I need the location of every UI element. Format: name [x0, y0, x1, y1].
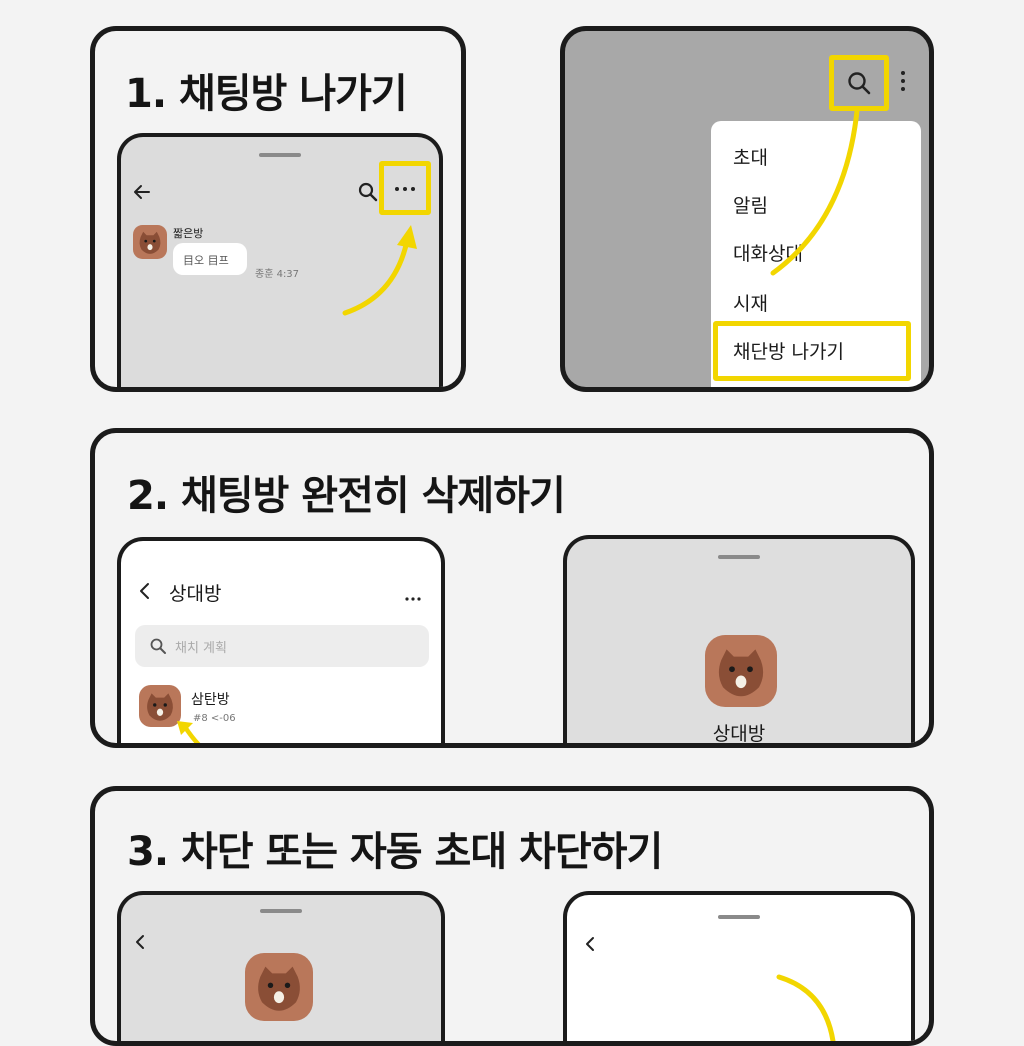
- back-chevron-icon[interactable]: [583, 935, 597, 953]
- menu-item-invite[interactable]: 초대: [733, 147, 768, 169]
- leave-option-highlight: [713, 321, 911, 381]
- sender-avatar[interactable]: [133, 225, 167, 259]
- page-title: 상대방: [169, 583, 222, 605]
- back-chevron-icon[interactable]: [133, 933, 147, 951]
- menu-item-chat-members[interactable]: 대화상대: [733, 243, 803, 265]
- search-icon[interactable]: [357, 181, 379, 203]
- drag-handle[interactable]: [718, 915, 760, 919]
- context-menu: 초대 알림 대화상대 시재 채단방 나가기: [711, 121, 921, 387]
- chat-room-subtext: #8 <-06: [193, 713, 236, 724]
- message-text: 目오 目프: [183, 254, 229, 267]
- menu-item-leave-chat[interactable]: 채단방 나가기: [733, 341, 844, 363]
- pointer-arrow-icon: [342, 225, 417, 316]
- search-field[interactable]: 채치 계획: [135, 625, 429, 667]
- pointer-arrow-icon: [177, 721, 201, 743]
- more-options-icon[interactable]: [393, 181, 417, 195]
- drag-handle[interactable]: [259, 153, 301, 157]
- step1-menu-card: 초대 알림 대화상대 시재 채단방 나가기: [560, 26, 934, 392]
- step3-card: 3. 차단 또는 자동 초대 차단하기: [90, 786, 934, 1046]
- search-icon: [149, 637, 167, 655]
- step3-settings-screen: [563, 891, 915, 1041]
- pointer-arrow-icon: [770, 108, 860, 276]
- search-highlight: [829, 55, 889, 111]
- drag-handle[interactable]: [718, 555, 760, 559]
- chat-room-avatar[interactable]: [139, 685, 181, 727]
- step2-profile-screen: 상대방: [563, 535, 915, 745]
- back-arrow-icon[interactable]: [131, 181, 153, 203]
- step3-title: 3. 차단 또는 자동 초대 차단하기: [127, 829, 663, 875]
- step1-phone-screen: 짧은방 目오 目프 종훈 4:37: [117, 133, 443, 387]
- drag-handle[interactable]: [260, 909, 302, 913]
- profile-name: 상대방: [712, 723, 766, 745]
- message-time: 종훈 4:37: [255, 269, 300, 280]
- step3-profile-screen: [117, 891, 445, 1041]
- search-icon[interactable]: [846, 70, 872, 96]
- menu-item-notifications[interactable]: 알림: [733, 195, 768, 217]
- chat-room-name[interactable]: 삼탄방: [191, 692, 230, 708]
- sender-name: 짧은방: [173, 227, 204, 240]
- more-options-icon[interactable]: [405, 587, 421, 601]
- profile-avatar[interactable]: [705, 635, 777, 707]
- message-bubble[interactable]: 目오 目프: [173, 243, 247, 275]
- step1-title: 1. 채팅방 나가기: [125, 71, 408, 117]
- step2-card: 2. 채팅방 완전히 삭제하기 상대방 채치 계획 삼탄방 #8 <-06: [90, 428, 934, 748]
- step1-card: 1. 채팅방 나가기 짧은방 目오 目프 종훈 4:37: [90, 26, 466, 392]
- more-options-highlight: [379, 161, 431, 215]
- menu-item-settings[interactable]: 시재: [733, 293, 768, 315]
- step2-title: 2. 채팅방 완전히 삭제하기: [127, 473, 566, 519]
- search-placeholder: 채치 계획: [175, 641, 227, 656]
- profile-avatar[interactable]: [245, 953, 313, 1021]
- back-chevron-icon[interactable]: [137, 581, 153, 601]
- step2-list-screen: 상대방 채치 계획 삼탄방 #8 <-06: [117, 537, 445, 743]
- kebab-menu-icon[interactable]: [899, 69, 907, 93]
- pointer-arrow-icon: [776, 974, 836, 1041]
